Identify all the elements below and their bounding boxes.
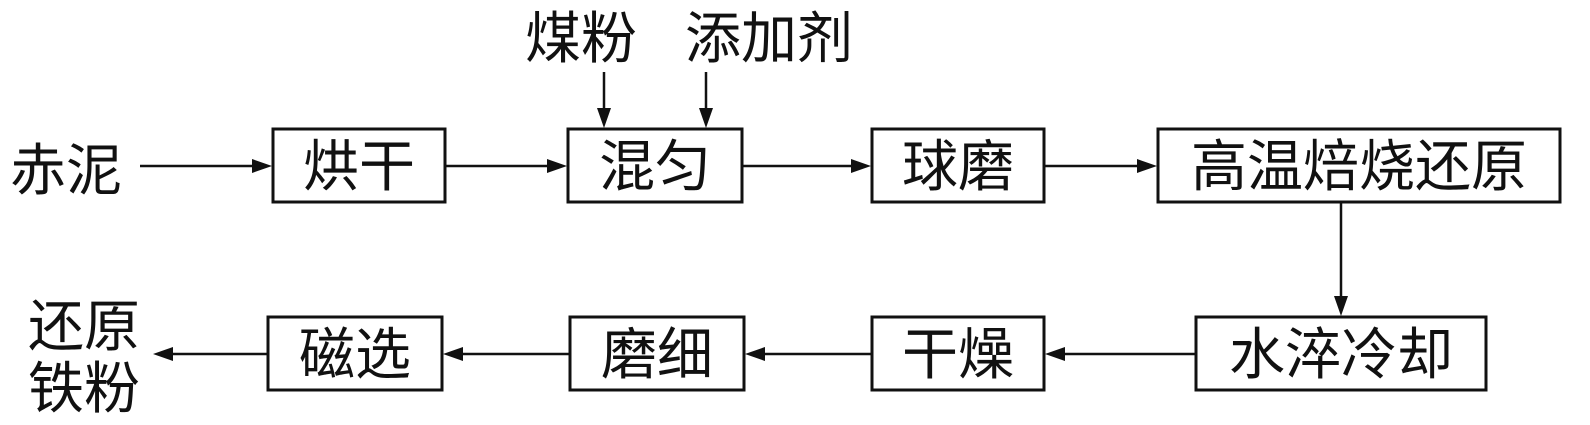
step-fine-grinding-box [568, 315, 746, 392]
arrow-drying-to-mixing-head [547, 159, 567, 173]
step-drying-1: 烘干 [271, 127, 447, 204]
step-drying-2-label: 干燥 [902, 323, 1014, 388]
step-roasting-reduction-box [1156, 127, 1562, 204]
arrow-additive-to-mixing-head [699, 108, 713, 128]
step-drying-1-label: 烘干 [303, 135, 415, 200]
step-mixing: 混匀 [566, 127, 744, 204]
step-mixing-label: 混匀 [599, 135, 711, 200]
step-ball-milling-label: 球磨 [902, 135, 1014, 200]
step-mixing-box [566, 127, 744, 204]
input-additive-label: 添加剂 [685, 7, 853, 72]
step-drying-2: 干燥 [870, 315, 1046, 392]
arrow-quench-to-drying-head [1045, 347, 1065, 361]
arrow-milling-to-roasting-head [1137, 159, 1157, 173]
step-water-quench-cooling-box [1194, 315, 1488, 392]
output-reduced-iron-powder-line1: 还原 [28, 295, 140, 360]
step-roasting-reduction: 高温焙烧还原 [1156, 127, 1562, 204]
step-water-quench-cooling: 水淬冷却 [1194, 315, 1488, 392]
output-reduced-iron-powder-line2: 铁粉 [28, 357, 140, 422]
arrow-mixing-to-milling-head [851, 159, 871, 173]
arrow-roasting-to-quench-head [1334, 296, 1348, 316]
arrow-coal-to-mixing-head [597, 108, 611, 128]
step-roasting-reduction-label: 高温焙烧还原 [1191, 135, 1527, 200]
step-fine-grinding: 磨细 [568, 315, 746, 392]
input-coal-powder-label: 煤粉 [525, 7, 637, 72]
step-ball-milling: 球磨 [870, 127, 1046, 204]
step-magnetic-separation-label: 磁选 [299, 323, 411, 388]
input-red-mud-label: 赤泥 [10, 139, 122, 204]
arrow-separation-to-output-head [153, 347, 173, 361]
step-magnetic-separation: 磁选 [266, 315, 444, 392]
arrow-redmud-to-drying-head [252, 159, 272, 173]
arrow-grinding-to-separation-head [443, 347, 463, 361]
step-drying-1-box [271, 127, 447, 204]
step-water-quench-cooling-label: 水淬冷却 [1229, 323, 1453, 388]
step-ball-milling-box [870, 127, 1046, 204]
step-fine-grinding-label: 磨细 [601, 323, 713, 388]
arrow-drying-to-grinding-head [745, 347, 765, 361]
